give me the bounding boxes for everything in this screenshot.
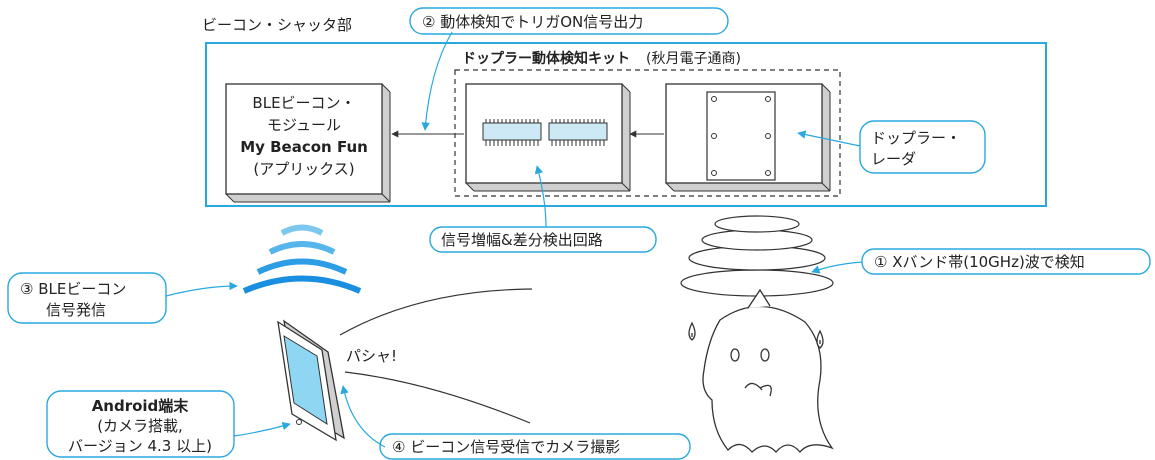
ic-chip-icon: [548, 119, 608, 146]
shutter-section-label: ビーコン・シャッタ部: [202, 16, 352, 34]
camera-view-line-bottom: [344, 371, 531, 424]
kit-vendor: (秋月電子通商): [646, 51, 741, 67]
radio-wave-icon: [242, 224, 362, 294]
android-label-leader: [233, 422, 291, 437]
callout-3-leader: [165, 281, 238, 297]
ble-module-box: BLEビーコン・ モジュール My Beacon Fun (アプリックス): [225, 83, 391, 203]
doppler-radar-board: [665, 83, 831, 192]
svg-text:Android端末: Android端末: [92, 397, 190, 415]
ghost-icon: [688, 288, 834, 454]
android-label: Android端末 (カメラ搭載, バージョン 4.3 以上): [46, 390, 235, 458]
radar-label-leader: [797, 130, 861, 147]
callout-2: ② 動体検知でトリガON信号出力: [409, 7, 729, 35]
svg-text:(カメラ搭載,: (カメラ搭載,: [97, 417, 183, 435]
svg-text:ドップラー・: ドップラー・: [871, 129, 961, 147]
svg-text:BLEビーコン・: BLEビーコン・: [252, 94, 355, 112]
callout-2-leader: [421, 31, 453, 131]
ic-chip-icon: [482, 119, 542, 146]
shutter-section-frame: [205, 42, 1047, 207]
callout-4: ④ ビーコン信号受信でカメラ撮影: [379, 433, 691, 460]
svg-text:My Beacon Fun: My Beacon Fun: [240, 138, 368, 156]
doppler-radar-label: ドップラー・ レーダ: [859, 120, 986, 174]
callout-1-leader: [811, 261, 863, 274]
svg-text:レーダ: レーダ: [871, 150, 916, 168]
svg-text:② 動体検知でトリガON信号出力: ② 動体検知でトリガON信号出力: [422, 13, 643, 31]
shutter-sound-text: パシャ!: [346, 347, 397, 365]
svg-text:④ ビーコン信号受信でカメラ撮影: ④ ビーコン信号受信でカメラ撮影: [392, 438, 620, 456]
svg-text:(アプリックス): (アプリックス): [253, 160, 354, 178]
kit-title: ドップラー動体検知キット: [462, 50, 630, 67]
amp-label-leader: [534, 165, 547, 228]
amp-circuit-label: 信号増幅&差分検出回路: [429, 226, 657, 253]
svg-text:モジュール: モジュール: [267, 116, 341, 134]
camera-view-line-top: [339, 288, 533, 336]
svg-text:信号増幅&差分検出回路: 信号増幅&差分検出回路: [441, 231, 603, 249]
svg-text:信号発信: 信号発信: [46, 301, 106, 319]
xband-wave-rings: [680, 215, 834, 297]
callout-1: ① Xバンド帯(10GHz)波で検知: [861, 248, 1151, 275]
svg-text:① Xバンド帯(10GHz)波で検知: ① Xバンド帯(10GHz)波で検知: [874, 253, 1085, 271]
kit-boundary: [454, 69, 841, 197]
radar-board-icon: [706, 91, 776, 181]
svg-text:③ BLEビーコン: ③ BLEビーコン: [20, 280, 126, 298]
callout-4-leader: [340, 385, 386, 448]
callout-3: ③ BLEビーコン 信号発信: [7, 272, 167, 324]
amp-board: [465, 83, 631, 192]
svg-text:バージョン 4.3 以上): バージョン 4.3 以上): [68, 437, 212, 455]
smartphone-icon: [277, 319, 345, 442]
